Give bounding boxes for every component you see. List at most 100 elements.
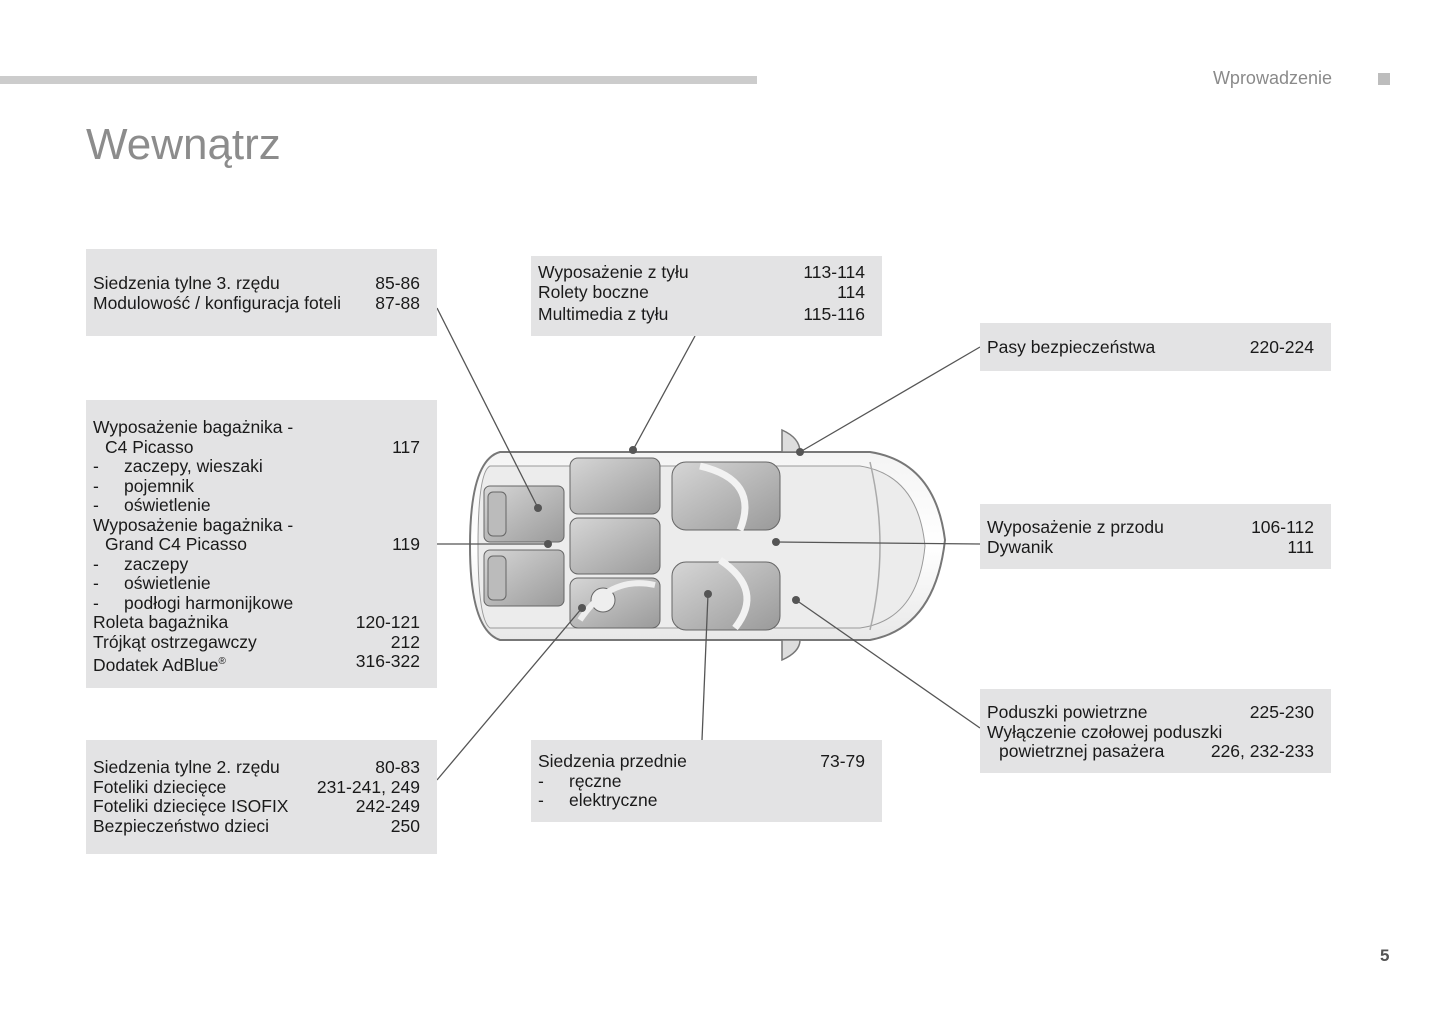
row-label: Poduszki powietrzne — [987, 702, 1148, 722]
row-page: 85-86 — [375, 273, 420, 293]
callout-row: Wyposażenie bagażnika - — [93, 514, 420, 536]
callout-row: -oświetlenie — [93, 495, 211, 515]
callout-boot-equipment: Wyposażenie bagażnika - C4 Picasso 117 -z… — [86, 400, 437, 688]
row-label: Wyposażenie z tyłu — [538, 262, 689, 282]
callout-third-row-seats: Siedzenia tylne 3. rzędu 85-86 Modulowość… — [86, 249, 437, 336]
row-label: Bezpieczeństwo dzieci — [93, 815, 270, 836]
row-page: 115-116 — [803, 304, 865, 324]
callout-row: Grand C4 Picasso 119 — [93, 534, 420, 555]
callout-row: Wyposażenie z tyłu 113-114 — [538, 262, 865, 283]
row-page: 87-88 — [375, 292, 420, 313]
row-label: Dywanik — [987, 536, 1054, 557]
callout-front-equipment: Wyposażenie z przodu 106-112 Dywanik 111 — [980, 504, 1331, 569]
callout-rear-equipment: Wyposażenie z tyłu 113-114 Rolety boczne 1… — [531, 256, 882, 336]
row-label: Modulowość / konfiguracja foteli — [93, 292, 342, 313]
section-label: Wprowadzenie — [1212, 68, 1332, 88]
callout-row: Trójkąt ostrzegawczy 212 — [93, 631, 420, 653]
callout-row: Foteliki dziecięce 231-241, 249 — [93, 776, 420, 798]
row-label: Wyposażenie bagażnika - — [93, 514, 294, 535]
callout-row: Wyposażenie bagażnika - — [93, 417, 420, 438]
callout-row: Multimedia z tyłu 115-116 — [538, 304, 865, 325]
callout-row: -pojemnik — [93, 475, 195, 496]
row-page: 113-114 — [803, 262, 865, 282]
section-marker — [1378, 73, 1390, 85]
row-page: 111 — [1287, 536, 1314, 557]
row-label: Pasy bezpieczeństwa — [987, 337, 1156, 357]
callout-row: -zaczepy — [93, 553, 189, 574]
callout-airbags: Poduszki powietrzne 225-230 Wyłączenie cz… — [980, 689, 1331, 773]
row-label: podłogi harmonijkowe — [124, 592, 294, 613]
row-label: oświetlenie — [124, 495, 211, 515]
row-label: zaczepy — [124, 553, 189, 574]
row-page: 119 — [392, 534, 420, 554]
callout-row: Wyposażenie z przodu 106-112 — [987, 517, 1314, 538]
page-title: Wewnątrz — [86, 120, 281, 169]
row-label: Siedzenia tylne 3. rzędu — [93, 273, 280, 293]
page-number: 5 — [1380, 946, 1390, 965]
row-label: Siedzenia tylne 2. rzędu — [93, 757, 280, 777]
callout-dots — [534, 446, 804, 612]
row-page: 250 — [390, 815, 420, 836]
row-page: 316-322 — [355, 651, 420, 671]
row-page: 226, 232-233 — [1210, 741, 1314, 761]
third-row-seats — [483, 485, 565, 607]
row-page: 120-121 — [355, 612, 420, 632]
callout-row: -ręczne — [538, 770, 622, 791]
callout-row: Dywanik 111 — [987, 536, 1314, 558]
callout-front-seats: Siedzenia przednie 73-79 -ręczne -elektry… — [531, 740, 882, 822]
row-label: Wyłączenie czołowej poduszki — [987, 721, 1223, 742]
callout-row: Dodatek AdBlue® 316-322 — [93, 651, 420, 675]
row-page: 212 — [390, 631, 420, 652]
row-label: powietrznej pasażera — [999, 741, 1165, 761]
row-label: zaczepy, wieszaki — [124, 456, 263, 476]
callout-row: powietrznej pasażera 226, 232-233 — [987, 741, 1314, 762]
row-label: C4 Picasso — [105, 436, 194, 457]
row-page: 106-112 — [1251, 517, 1314, 537]
row-label: oświetlenie — [124, 573, 211, 593]
callout-row: -podłogi harmonijkowe — [93, 592, 294, 613]
row-label: elektryczne — [569, 790, 658, 810]
callout-row: Siedzenia tylne 2. rzędu 80-83 — [93, 757, 420, 778]
callout-row: -elektryczne — [538, 790, 658, 810]
row-label: ręczne — [569, 770, 622, 791]
row-page: 231-241, 249 — [316, 776, 420, 797]
callout-row: -oświetlenie — [93, 573, 211, 593]
callout-row: Poduszki powietrzne 225-230 — [987, 702, 1314, 723]
row-label: Foteliki dziecięce — [93, 776, 227, 797]
row-page: 80-83 — [375, 757, 420, 777]
callout-row: Modulowość / konfiguracja foteli 87-88 — [93, 292, 420, 314]
row-label: Grand C4 Picasso — [105, 534, 248, 554]
callout-second-row-seats: Siedzenia tylne 2. rzędu 80-83 Foteliki d… — [86, 740, 437, 854]
row-label: Dodatek AdBlue — [93, 654, 219, 675]
leader-lines — [436, 307, 981, 781]
callout-row: Siedzenia przednie 73-79 — [538, 751, 865, 772]
row-page: 114 — [837, 281, 865, 302]
callout-row: Siedzenia tylne 3. rzędu 85-86 — [93, 273, 420, 294]
row-label: Siedzenia przednie — [538, 751, 687, 771]
callout-row: Rolety boczne 114 — [538, 281, 865, 303]
row-page: 242-249 — [355, 796, 420, 816]
row-label: pojemnik — [124, 475, 195, 496]
callout-row: -zaczepy, wieszaki — [93, 456, 263, 476]
row-label: Foteliki dziecięce ISOFIX — [93, 796, 289, 816]
callout-row: C4 Picasso 117 — [93, 436, 420, 458]
row-page: 117 — [392, 436, 420, 457]
row-label: Wyposażenie bagażnika - — [93, 417, 294, 437]
row-label: Rolety boczne — [538, 281, 649, 302]
row-label: Wyposażenie z przodu — [987, 517, 1164, 537]
callout-row: Wyłączenie czołowej poduszki — [987, 721, 1314, 743]
row-page — [412, 418, 420, 438]
row-label: Multimedia z tyłu — [538, 304, 669, 324]
callout-row: Foteliki dziecięce ISOFIX 242-249 — [93, 796, 420, 817]
callout-row: Roleta bagażnika 120-121 — [93, 612, 420, 633]
front-seats — [671, 461, 781, 631]
row-label: Trójkąt ostrzegawczy — [93, 631, 257, 652]
row-page: 73-79 — [820, 751, 865, 771]
row-page: 225-230 — [1249, 702, 1314, 722]
row-page — [412, 516, 420, 536]
row-label: Roleta bagażnika — [93, 612, 229, 632]
registered-mark: ® — [218, 656, 226, 667]
